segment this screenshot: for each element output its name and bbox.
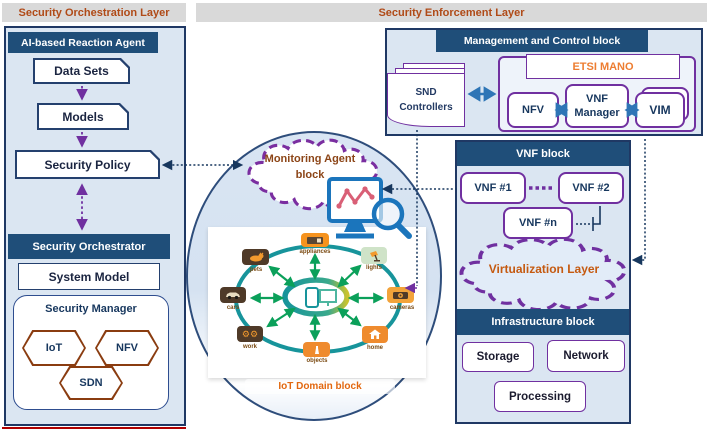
- work-icon: ⚙⚙: [237, 326, 263, 342]
- pets-icon: [242, 249, 269, 265]
- lights-label: lights: [366, 265, 382, 271]
- hex-sdn-label: SDN: [61, 368, 121, 398]
- vim-box: VIM: [635, 92, 685, 128]
- security-policy-box: Security Policy: [15, 150, 160, 179]
- hex-nfv-label: NFV: [97, 332, 157, 364]
- nfv-box: NFV: [507, 92, 559, 128]
- etsi-mano-label: ETSI MANO: [526, 54, 680, 79]
- reaction-agent-header: AI-based Reaction Agent: [8, 32, 158, 53]
- hex-nfv: NFV: [95, 330, 159, 366]
- security-policy-label: Security Policy: [17, 152, 159, 178]
- vnf2-box: VNF #2: [558, 172, 624, 204]
- pets-label: pets: [249, 267, 263, 273]
- data-sets-label: Data Sets: [35, 60, 129, 83]
- network-box: Network: [547, 340, 625, 372]
- objects-label: objects: [306, 358, 328, 364]
- vnf1-box: VNF #1: [460, 172, 526, 204]
- appliances-label: appliances: [299, 249, 331, 255]
- security-orchestrator-header: Security Orchestrator: [8, 234, 170, 259]
- data-sets-box: Data Sets: [33, 58, 130, 84]
- appliances-icon: [301, 233, 329, 247]
- monitoring-screen-icon: [327, 177, 412, 239]
- cars-icon: [220, 287, 246, 303]
- hex-iot-label: IoT: [24, 332, 84, 364]
- iot-domain-label: IoT Domain block: [245, 379, 395, 394]
- security-manager-label: Security Manager: [45, 303, 137, 315]
- vnf-manager-box: VNF Manager: [565, 84, 629, 128]
- processing-box: Processing: [494, 381, 586, 412]
- objects-icon: [303, 342, 330, 357]
- hex-iot: IoT: [22, 330, 86, 366]
- models-box: Models: [37, 103, 129, 130]
- home-icon: [362, 326, 388, 343]
- cars-label: cars: [226, 305, 240, 311]
- red-underline: [2, 426, 186, 429]
- storage-box: Storage: [462, 342, 534, 372]
- management-header: Management and Control block: [436, 30, 648, 52]
- vnf-block-header: VNF block: [457, 142, 629, 166]
- hex-sdn: SDN: [59, 366, 123, 400]
- orchestration-layer-title: Security Orchestration Layer: [2, 3, 186, 22]
- virtualization-cloud-shape: [459, 237, 627, 312]
- monitoring-agent-label: Monitoring Agent block: [264, 152, 356, 182]
- vnfn-box: VNF #n: [503, 207, 573, 239]
- infrastructure-header: Infrastructure block: [457, 309, 629, 335]
- system-model-box: System Model: [18, 263, 160, 290]
- cameras-icon: [387, 287, 414, 303]
- cameras-label: cameras: [389, 305, 415, 311]
- work-label: work: [242, 344, 257, 350]
- lights-icon: [361, 247, 387, 264]
- virtualization-layer-label: Virtualization Layer: [488, 261, 600, 276]
- home-label: home: [366, 345, 383, 351]
- enforcement-layer-title: Security Enforcement Layer: [196, 3, 707, 22]
- models-label: Models: [39, 105, 128, 129]
- snd-controllers: SND Controllers: [387, 73, 465, 127]
